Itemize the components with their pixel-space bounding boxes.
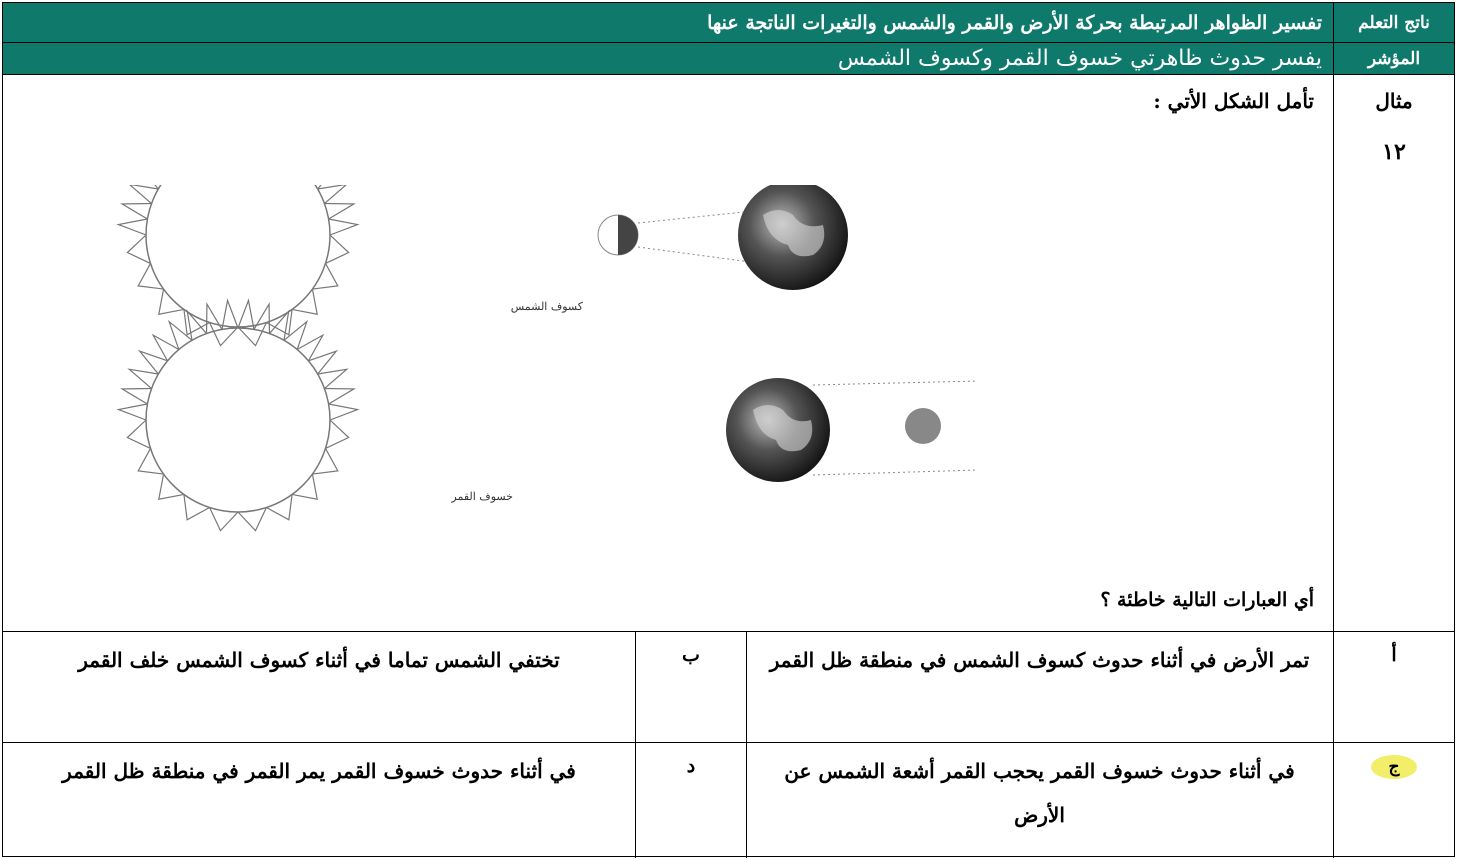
moon-bottom-icon	[905, 408, 941, 444]
sun-ray-icon	[266, 494, 292, 519]
shadow-line	[813, 470, 978, 475]
sun-ray-icon	[118, 404, 147, 420]
shadow-line	[813, 381, 978, 385]
answer-highlight: ج	[1371, 755, 1418, 779]
sun-ray-icon	[238, 300, 254, 329]
option-b-letter[interactable]: ب	[635, 632, 747, 742]
example-label: مثال	[1334, 89, 1454, 113]
sun-ray-icon	[312, 263, 337, 289]
sun-ray-icon	[318, 369, 347, 388]
example-row: مثال ١٢ تأمل الشكل الأتي :	[3, 75, 1454, 632]
sun-bottom-icon	[118, 300, 357, 530]
learning-outcome-label: ناتج التعلم	[1333, 3, 1454, 42]
sun-ray-icon	[184, 494, 210, 519]
sun-ray-icon	[159, 474, 184, 499]
caption-solar-eclipse: كسوف الشمس	[511, 300, 584, 313]
indicator-text: يفسر حدوث ظاهرتي خسوف القمر وكسوف الشمس	[3, 43, 1332, 74]
sun-ray-icon	[312, 448, 337, 474]
sun-ray-icon	[329, 404, 358, 420]
option-a-text[interactable]: تمر الأرض في أثناء حدوث كسوف الشمس في من…	[747, 632, 1332, 742]
example-label-cell: مثال ١٢	[1333, 75, 1454, 631]
sun-ray-icon	[222, 300, 238, 329]
caption-lunar-eclipse: خسوف القمر	[450, 490, 513, 503]
options-row-2: ج في أثناء حدوث خسوف القمر يحجب القمر أش…	[3, 743, 1454, 858]
indicator-label: المؤشر	[1333, 43, 1454, 74]
sun-ray-icon	[292, 289, 317, 314]
learning-outcome-row: ناتج التعلم تفسير الظواهر المرتبطة بحركة…	[3, 3, 1454, 43]
sun-ray-icon	[159, 289, 184, 314]
sun-ray-icon	[138, 448, 163, 474]
question-text: أي العبارات التالية خاطئة ؟	[1100, 589, 1314, 611]
option-d-letter[interactable]: د	[635, 743, 747, 858]
option-d-text[interactable]: في أثناء حدوث خسوف القمر يمر القمر في من…	[3, 743, 635, 858]
option-a-letter[interactable]: أ	[1333, 632, 1454, 742]
sun-ray-icon	[138, 263, 163, 289]
figure-prompt: تأمل الشكل الأتي :	[1153, 89, 1314, 113]
sun-ray-icon	[118, 219, 147, 235]
learning-outcome-text: تفسير الظواهر المرتبطة بحركة الأرض والقم…	[3, 3, 1332, 42]
sun-ray-icon	[329, 219, 358, 235]
earth-top-icon	[738, 185, 848, 290]
eclipse-figure: كسوف الشمس خسوف القمر	[113, 185, 1013, 595]
option-c-letter[interactable]: ج	[1333, 743, 1454, 858]
option-b-text[interactable]: تختفي الشمس تماما في أثناء كسوف الشمس خل…	[3, 632, 635, 742]
indicator-row: المؤشر يفسر حدوث ظاهرتي خسوف القمر وكسوف…	[3, 43, 1454, 75]
sun-top-icon	[118, 185, 357, 346]
sun-ray-icon	[318, 185, 347, 204]
earth-bottom-icon	[726, 378, 830, 482]
sun-ray-icon	[129, 185, 158, 204]
option-c-text[interactable]: في أثناء حدوث خسوف القمر يحجب القمر أشعة…	[747, 743, 1332, 858]
sun-ray-icon	[292, 474, 317, 499]
example-number: ١٢	[1334, 139, 1454, 165]
options-row-1: أ تمر الأرض في أثناء حدوث كسوف الشمس في …	[3, 632, 1454, 743]
sun-ray-icon	[129, 369, 158, 388]
moon-top-icon	[598, 215, 638, 255]
